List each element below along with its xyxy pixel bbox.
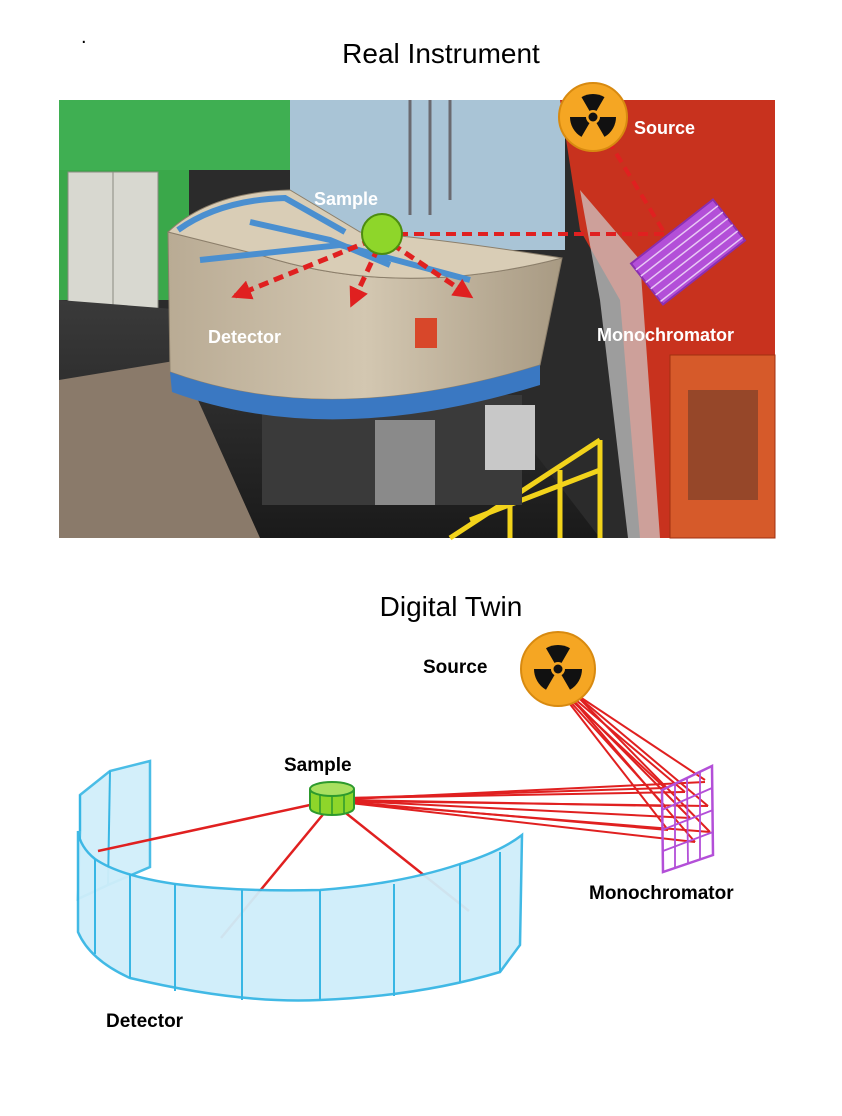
- corner-mark: .: [81, 26, 87, 48]
- electronics-box-2: [485, 405, 535, 470]
- real-detector-label: Detector: [208, 327, 281, 347]
- real-sample-sphere: [361, 213, 403, 255]
- twin-detector-label: Detector: [106, 1011, 184, 1032]
- blue-frame: [176, 194, 471, 283]
- scatter-arrow-left: [231, 237, 373, 300]
- real-instrument-overlay: Source Sample Detector Monochromator: [208, 82, 747, 347]
- real-sample-label: Sample: [314, 189, 378, 209]
- digital-monochromator: [660, 764, 715, 874]
- floor-tiles: [59, 360, 260, 538]
- yellow-railing: [448, 437, 603, 541]
- scatter-arrow-middle: [349, 246, 381, 308]
- pipes: [408, 100, 452, 215]
- beams-mono-to-sample: [349, 781, 711, 843]
- radiation-trefoil-icon-twin: [520, 631, 596, 707]
- digital-twin-title: Digital Twin: [379, 591, 523, 622]
- drum-red-plate: [415, 318, 437, 348]
- twin-source-label: Source: [423, 657, 487, 678]
- drum-blue-band: [170, 365, 540, 420]
- radiation-trefoil-icon: [558, 82, 628, 152]
- digital-twin-diagram: Source Sample Detector Monochromator: [76, 631, 734, 1032]
- digital-sample-cylinder: [309, 781, 355, 816]
- electronics-box: [375, 420, 435, 505]
- green-wall-top: [59, 100, 299, 170]
- detector-front-wall: [76, 830, 524, 1002]
- real-source-label: Source: [634, 118, 695, 138]
- real-monochromator-label: Monochromator: [597, 325, 734, 345]
- twin-monochromator-label: Monochromator: [589, 883, 734, 904]
- detector-front-dividers: [94, 852, 501, 1000]
- real-instrument-title: Real Instrument: [342, 38, 540, 69]
- real-monochromator: [629, 198, 747, 306]
- twin-sample-label: Sample: [284, 755, 352, 776]
- real-instrument-photo: [59, 100, 776, 541]
- beam-source-to-mono: [606, 138, 666, 234]
- cable-tray: [580, 190, 660, 538]
